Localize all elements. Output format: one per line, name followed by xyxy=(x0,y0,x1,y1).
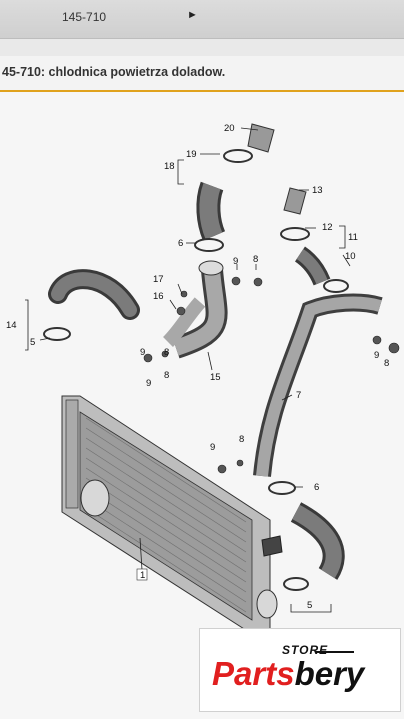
callout-17[interactable]: 17 xyxy=(153,274,164,285)
callout-1[interactable]: 1 xyxy=(140,570,145,581)
callout-7[interactable]: 7 xyxy=(296,390,301,401)
diagram-title: 45-710: chlodnica powietrza doladow. xyxy=(2,65,226,79)
callout-box-1 xyxy=(136,568,148,581)
top-toolbar: 145-710 ► xyxy=(0,0,404,39)
intercooler-drawing[interactable] xyxy=(61,395,278,635)
logo-underline xyxy=(316,651,354,653)
callout-8c[interactable]: 8 xyxy=(164,347,169,358)
callout-13[interactable]: 13 xyxy=(312,185,323,196)
callout-19[interactable]: 19 xyxy=(186,149,197,160)
callout-15[interactable]: 15 xyxy=(210,372,221,383)
callout-6b[interactable]: 6 xyxy=(314,482,319,493)
callout-5b[interactable]: 5 xyxy=(307,600,312,611)
callout-8e[interactable]: 8 xyxy=(239,434,244,445)
left-hose-drawing[interactable] xyxy=(43,269,140,341)
callout-10[interactable]: 10 xyxy=(345,251,356,262)
center-pipe-drawing[interactable] xyxy=(162,260,228,359)
diagram-header: 45-710: chlodnica powietrza doladow. xyxy=(0,56,404,92)
callout-20[interactable]: 20 xyxy=(224,123,235,134)
callout-14[interactable]: 14 xyxy=(6,320,17,331)
logo-store-text: STORE xyxy=(282,643,329,657)
logo-brand-part1: Parts xyxy=(212,655,295,692)
callout-9b[interactable]: 9 xyxy=(140,347,145,358)
callout-12[interactable]: 12 xyxy=(322,222,333,233)
callout-8a[interactable]: 8 xyxy=(253,254,258,265)
leader-lines xyxy=(25,127,351,613)
callout-16[interactable]: 16 xyxy=(153,291,164,302)
play-arrow-icon[interactable]: ► xyxy=(187,9,198,21)
callout-8b[interactable]: 8 xyxy=(164,370,169,381)
callout-9e[interactable]: 9 xyxy=(210,442,215,453)
partsbery-logo: STORE Partsbery xyxy=(199,628,401,712)
callout-9d[interactable]: 9 xyxy=(374,350,379,361)
callout-18[interactable]: 18 xyxy=(164,161,175,172)
callout-8d[interactable]: 8 xyxy=(384,358,389,369)
lower-hose-drawing[interactable] xyxy=(261,481,345,591)
part-code: 145-710 xyxy=(62,10,107,24)
fasteners-drawing xyxy=(143,276,400,474)
callout-9a[interactable]: 9 xyxy=(233,256,238,267)
logo-brand-text: Partsbery xyxy=(212,655,364,693)
upper-hose-drawing[interactable] xyxy=(194,123,275,252)
logo-brand-part2: bery xyxy=(294,655,365,692)
callout-9c[interactable]: 9 xyxy=(146,378,151,389)
callout-6a[interactable]: 6 xyxy=(178,238,183,249)
long-pipe-drawing[interactable] xyxy=(253,187,383,477)
callout-5a[interactable]: 5 xyxy=(30,337,35,348)
callout-11[interactable]: 11 xyxy=(348,232,358,243)
